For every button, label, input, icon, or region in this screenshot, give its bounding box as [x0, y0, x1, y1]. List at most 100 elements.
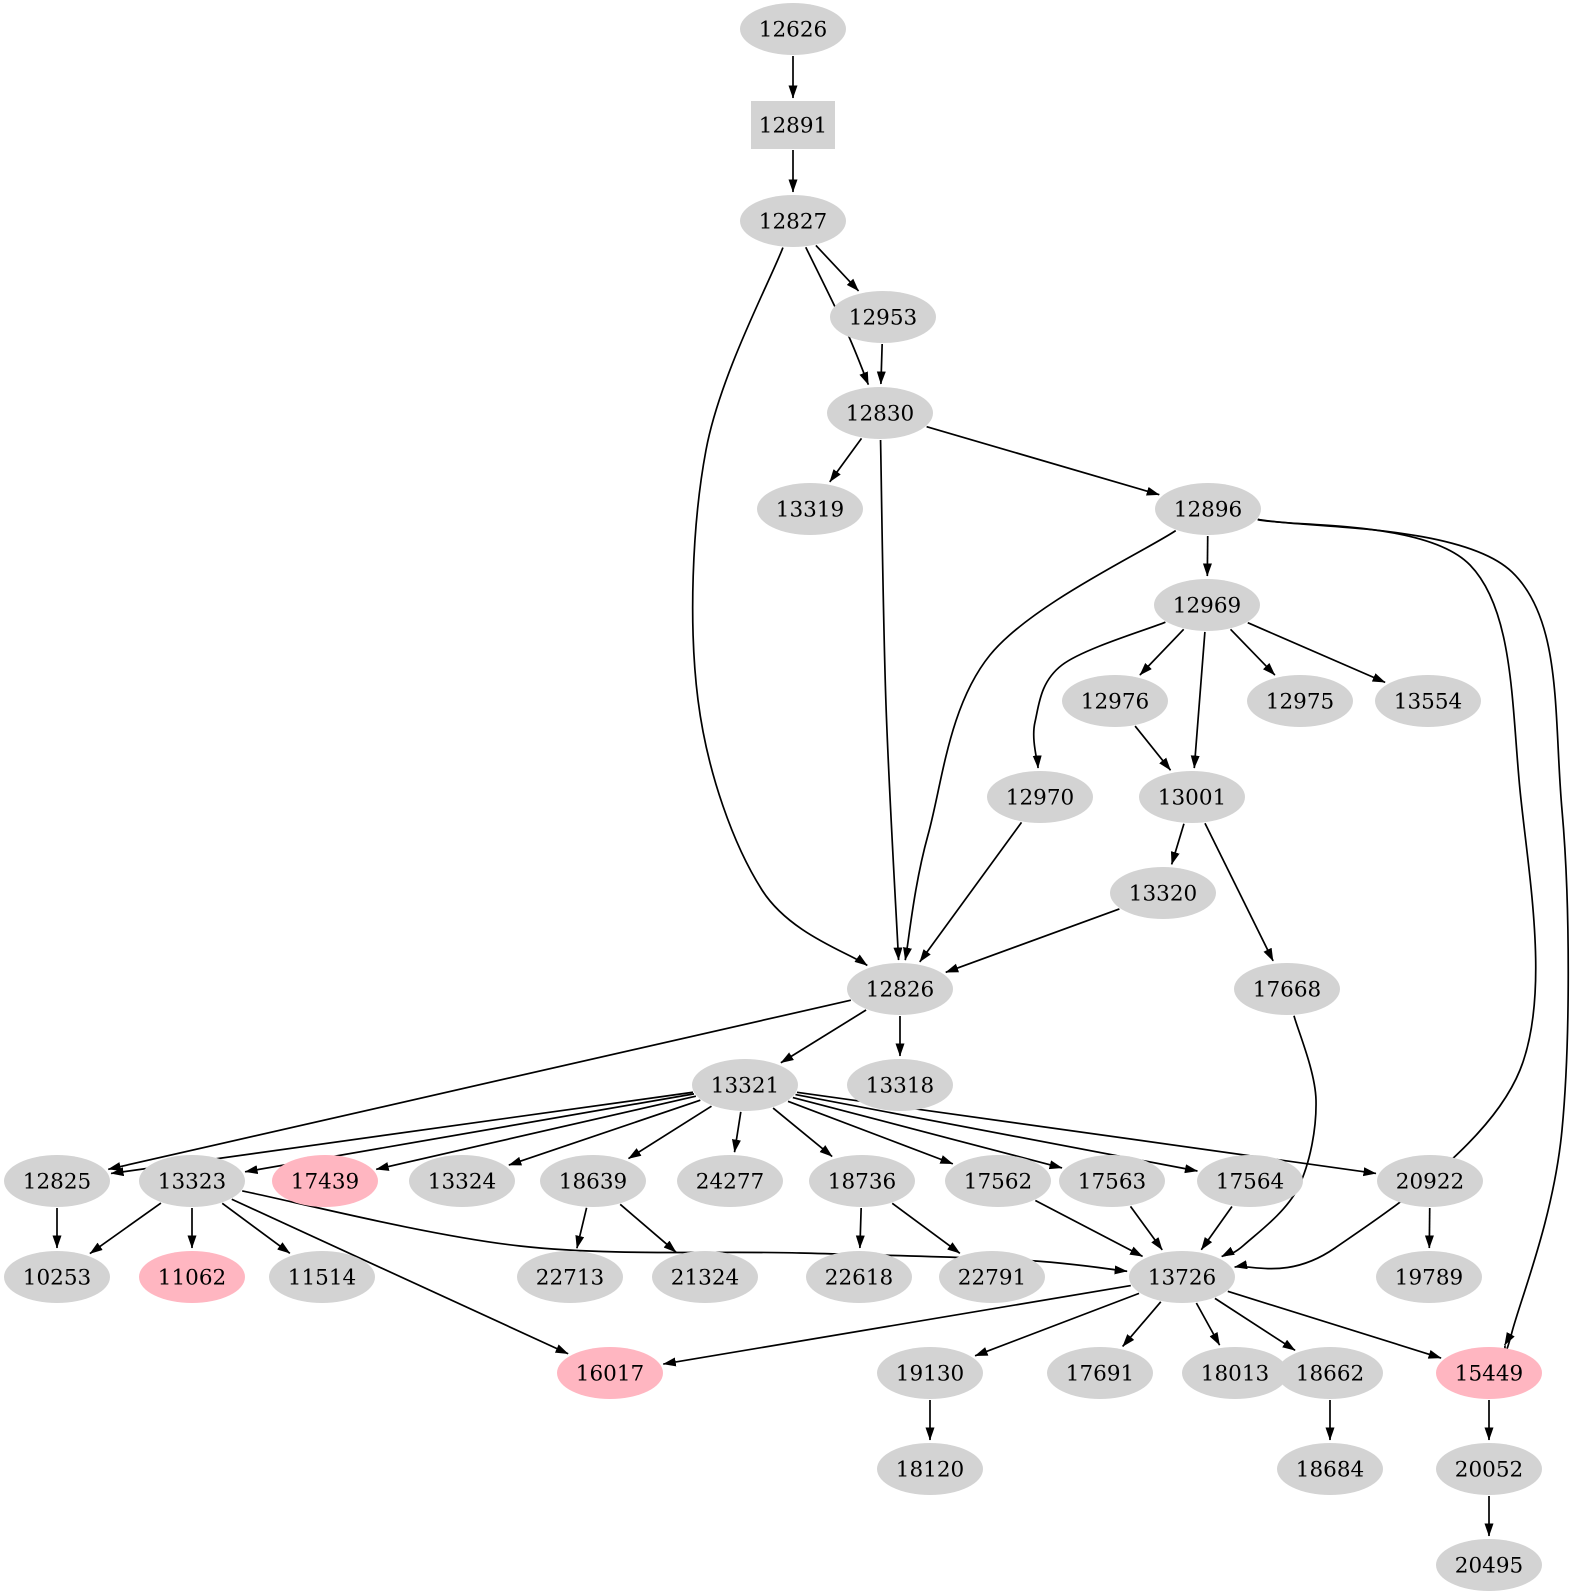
node-12975: 12975 [1247, 675, 1353, 727]
node-18662: 18662 [1277, 1347, 1383, 1399]
edge-12970-12826 [919, 821, 1023, 963]
node-label: 19130 [896, 1362, 964, 1387]
node-ellipse-shape [1182, 1347, 1288, 1399]
node-label: 18639 [559, 1170, 627, 1195]
edges-layer [52, 56, 1570, 1537]
edge-18736-22618 [855, 1207, 865, 1249]
node-13001: 13001 [1139, 771, 1245, 823]
edge-18639-21324 [619, 1203, 677, 1253]
node-label: 13321 [711, 1074, 779, 1099]
node-ellipse-shape [939, 1251, 1045, 1303]
node-label: 12970 [1006, 786, 1074, 811]
node-label: 12953 [849, 306, 917, 331]
node-ellipse-shape [272, 1155, 378, 1207]
edge-12976-13001 [1134, 725, 1172, 771]
node-18684: 18684 [1277, 1443, 1383, 1495]
node-ellipse-shape [1277, 1347, 1383, 1399]
node-19789: 19789 [1376, 1251, 1482, 1303]
node-label: 22618 [825, 1266, 893, 1291]
node-ellipse-shape [1047, 1347, 1153, 1399]
node-label: 17562 [964, 1170, 1032, 1195]
node-12969: 12969 [1154, 579, 1260, 631]
node-12896: 12896 [1155, 483, 1261, 535]
edge-13726-17691 [1122, 1301, 1162, 1348]
edge-12826-12825 [107, 999, 852, 1171]
node-ellipse-shape [1377, 1155, 1483, 1207]
node-ellipse-shape [409, 1155, 515, 1207]
edge-12969-12970 [1032, 621, 1166, 769]
node-ellipse-shape [540, 1155, 646, 1207]
node-ellipse-shape [806, 1251, 912, 1303]
edge-12830-12896 [926, 425, 1160, 496]
node-13323: 13323 [139, 1155, 245, 1207]
edge-12969-13554 [1247, 621, 1386, 684]
node-17563: 17563 [1059, 1155, 1165, 1207]
node-ellipse-shape [827, 387, 933, 439]
node-18013: 18013 [1182, 1347, 1288, 1399]
node-label: 24277 [696, 1170, 764, 1195]
node-20495: 20495 [1436, 1539, 1542, 1591]
node-ellipse-shape [1234, 963, 1340, 1015]
node-label: 12969 [1173, 594, 1241, 619]
edge-17564-13726 [1200, 1205, 1233, 1251]
edge-12896-15449 [1257, 518, 1570, 1353]
edge-13001-17668 [1204, 822, 1274, 962]
node-21324: 21324 [652, 1251, 758, 1303]
node-label: 13323 [158, 1170, 226, 1195]
edge-17563-13726 [1129, 1205, 1163, 1251]
node-ellipse-shape [809, 1155, 915, 1207]
node-18639: 18639 [540, 1155, 646, 1207]
node-22713: 22713 [517, 1251, 623, 1303]
node-12826: 12826 [847, 963, 953, 1015]
node-ellipse-shape [1436, 1347, 1542, 1399]
node-13318: 13318 [847, 1059, 953, 1111]
node-13324: 13324 [409, 1155, 515, 1207]
node-label: 22713 [536, 1266, 604, 1291]
node-16017: 16017 [557, 1347, 663, 1399]
node-label: 17668 [1253, 978, 1321, 1003]
node-17691: 17691 [1047, 1347, 1153, 1399]
node-13320: 13320 [1110, 867, 1216, 919]
edge-18639-22713 [575, 1207, 588, 1249]
node-19130: 19130 [877, 1347, 983, 1399]
node-label: 20495 [1455, 1554, 1523, 1579]
node-label: 17691 [1066, 1362, 1134, 1387]
node-ellipse-shape [1059, 1155, 1165, 1207]
node-11514: 11514 [269, 1251, 375, 1303]
node-ellipse-shape [1110, 867, 1216, 919]
edge-13323-10253 [89, 1202, 162, 1255]
node-13321: 13321 [692, 1059, 798, 1111]
node-ellipse-shape [1062, 675, 1168, 727]
node-label: 17439 [291, 1170, 359, 1195]
edge-13726-19130 [974, 1292, 1140, 1357]
node-label: 13324 [428, 1170, 496, 1195]
node-ellipse-shape [1155, 483, 1261, 535]
node-label: 12975 [1266, 690, 1334, 715]
node-label: 12896 [1174, 498, 1242, 523]
edge-12827-12953 [815, 244, 860, 292]
node-label: 13554 [1394, 690, 1462, 715]
edge-12896-12826 [903, 529, 1177, 961]
edge-12830-13319 [829, 437, 863, 483]
edge-12969-13001 [1190, 631, 1206, 769]
node-17562: 17562 [945, 1155, 1051, 1207]
node-13554: 13554 [1375, 675, 1481, 727]
node-ellipse-shape [987, 771, 1093, 823]
edge-12969-12976 [1139, 628, 1185, 676]
edge-13321-17439 [375, 1095, 697, 1171]
edge-12969-12975 [1229, 628, 1276, 676]
node-label: 15449 [1455, 1362, 1523, 1387]
node-17439: 17439 [272, 1155, 378, 1207]
edge-13321-24277 [732, 1111, 742, 1153]
node-22618: 22618 [806, 1251, 912, 1303]
node-label: 18013 [1201, 1362, 1269, 1387]
node-ellipse-shape [557, 1347, 663, 1399]
node-label: 17564 [1216, 1170, 1284, 1195]
node-label: 11514 [288, 1266, 356, 1291]
node-ellipse-shape [517, 1251, 623, 1303]
edge-13726-18662 [1214, 1297, 1296, 1352]
node-ellipse-shape [1376, 1251, 1482, 1303]
node-18120: 18120 [877, 1443, 983, 1495]
node-ellipse-shape [139, 1251, 245, 1303]
